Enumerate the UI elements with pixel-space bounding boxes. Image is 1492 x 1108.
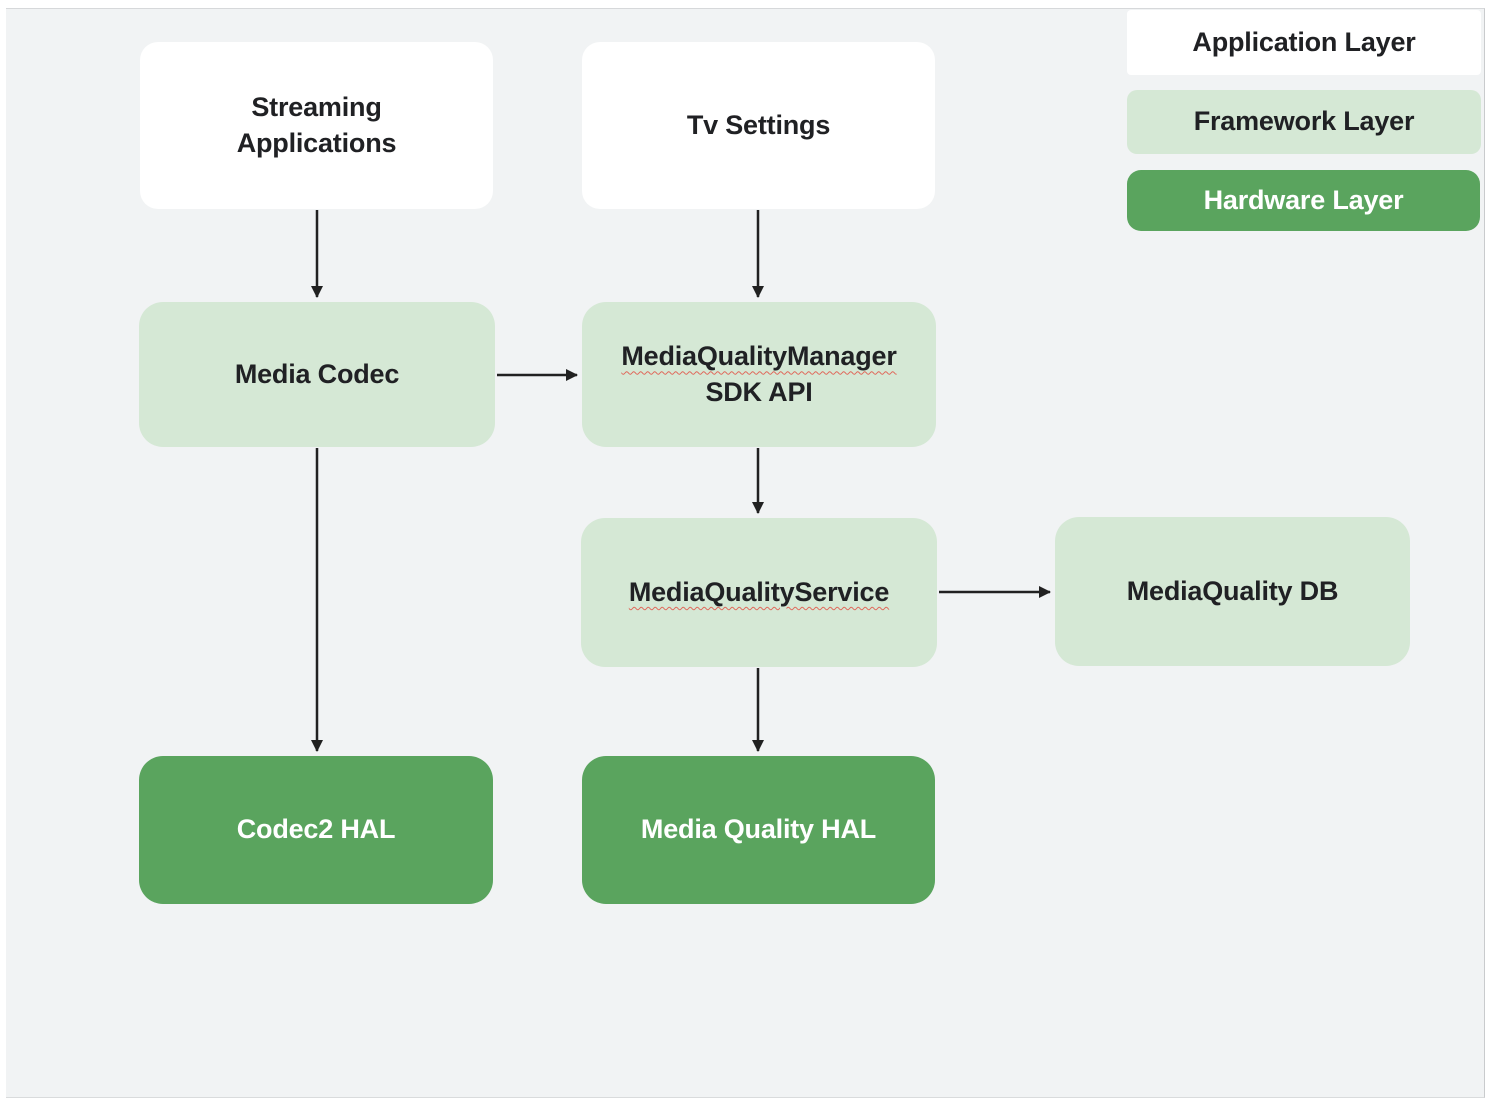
node-label: Media Quality HAL [640,814,877,845]
node-label-line2: SDK API [705,376,813,407]
spellchecked-word: MediaQualityManager [621,341,897,372]
node-label: Tv Settings [686,109,831,140]
legend-label: Framework Layer [1193,106,1415,137]
node-label: Media Codec [234,358,400,389]
node-label: Streaming Applications [236,92,397,158]
node-codec2-hal: Codec2 HAL [139,756,493,904]
legend-framework-layer: Framework Layer [1127,90,1481,154]
legend-label: Application Layer [1192,26,1416,57]
node-label: Codec2 HAL [236,814,396,845]
legend-label: Hardware Layer [1203,184,1404,215]
node-media-codec: Media Codec [139,302,495,447]
spellchecked-word: MediaQualityService [628,576,890,607]
node-mediaquality-db: MediaQuality DB [1055,517,1410,666]
legend-application-layer: Application Layer [1127,10,1481,75]
node-mediaqualityservice: MediaQualityService [581,518,937,667]
legend-hardware-layer: Hardware Layer [1127,170,1480,231]
node-label: MediaQuality DB [1126,575,1339,606]
node-streaming-applications: Streaming Applications [140,42,493,209]
node-tv-settings: Tv Settings [582,42,935,209]
node-media-quality-hal: Media Quality HAL [582,756,935,904]
